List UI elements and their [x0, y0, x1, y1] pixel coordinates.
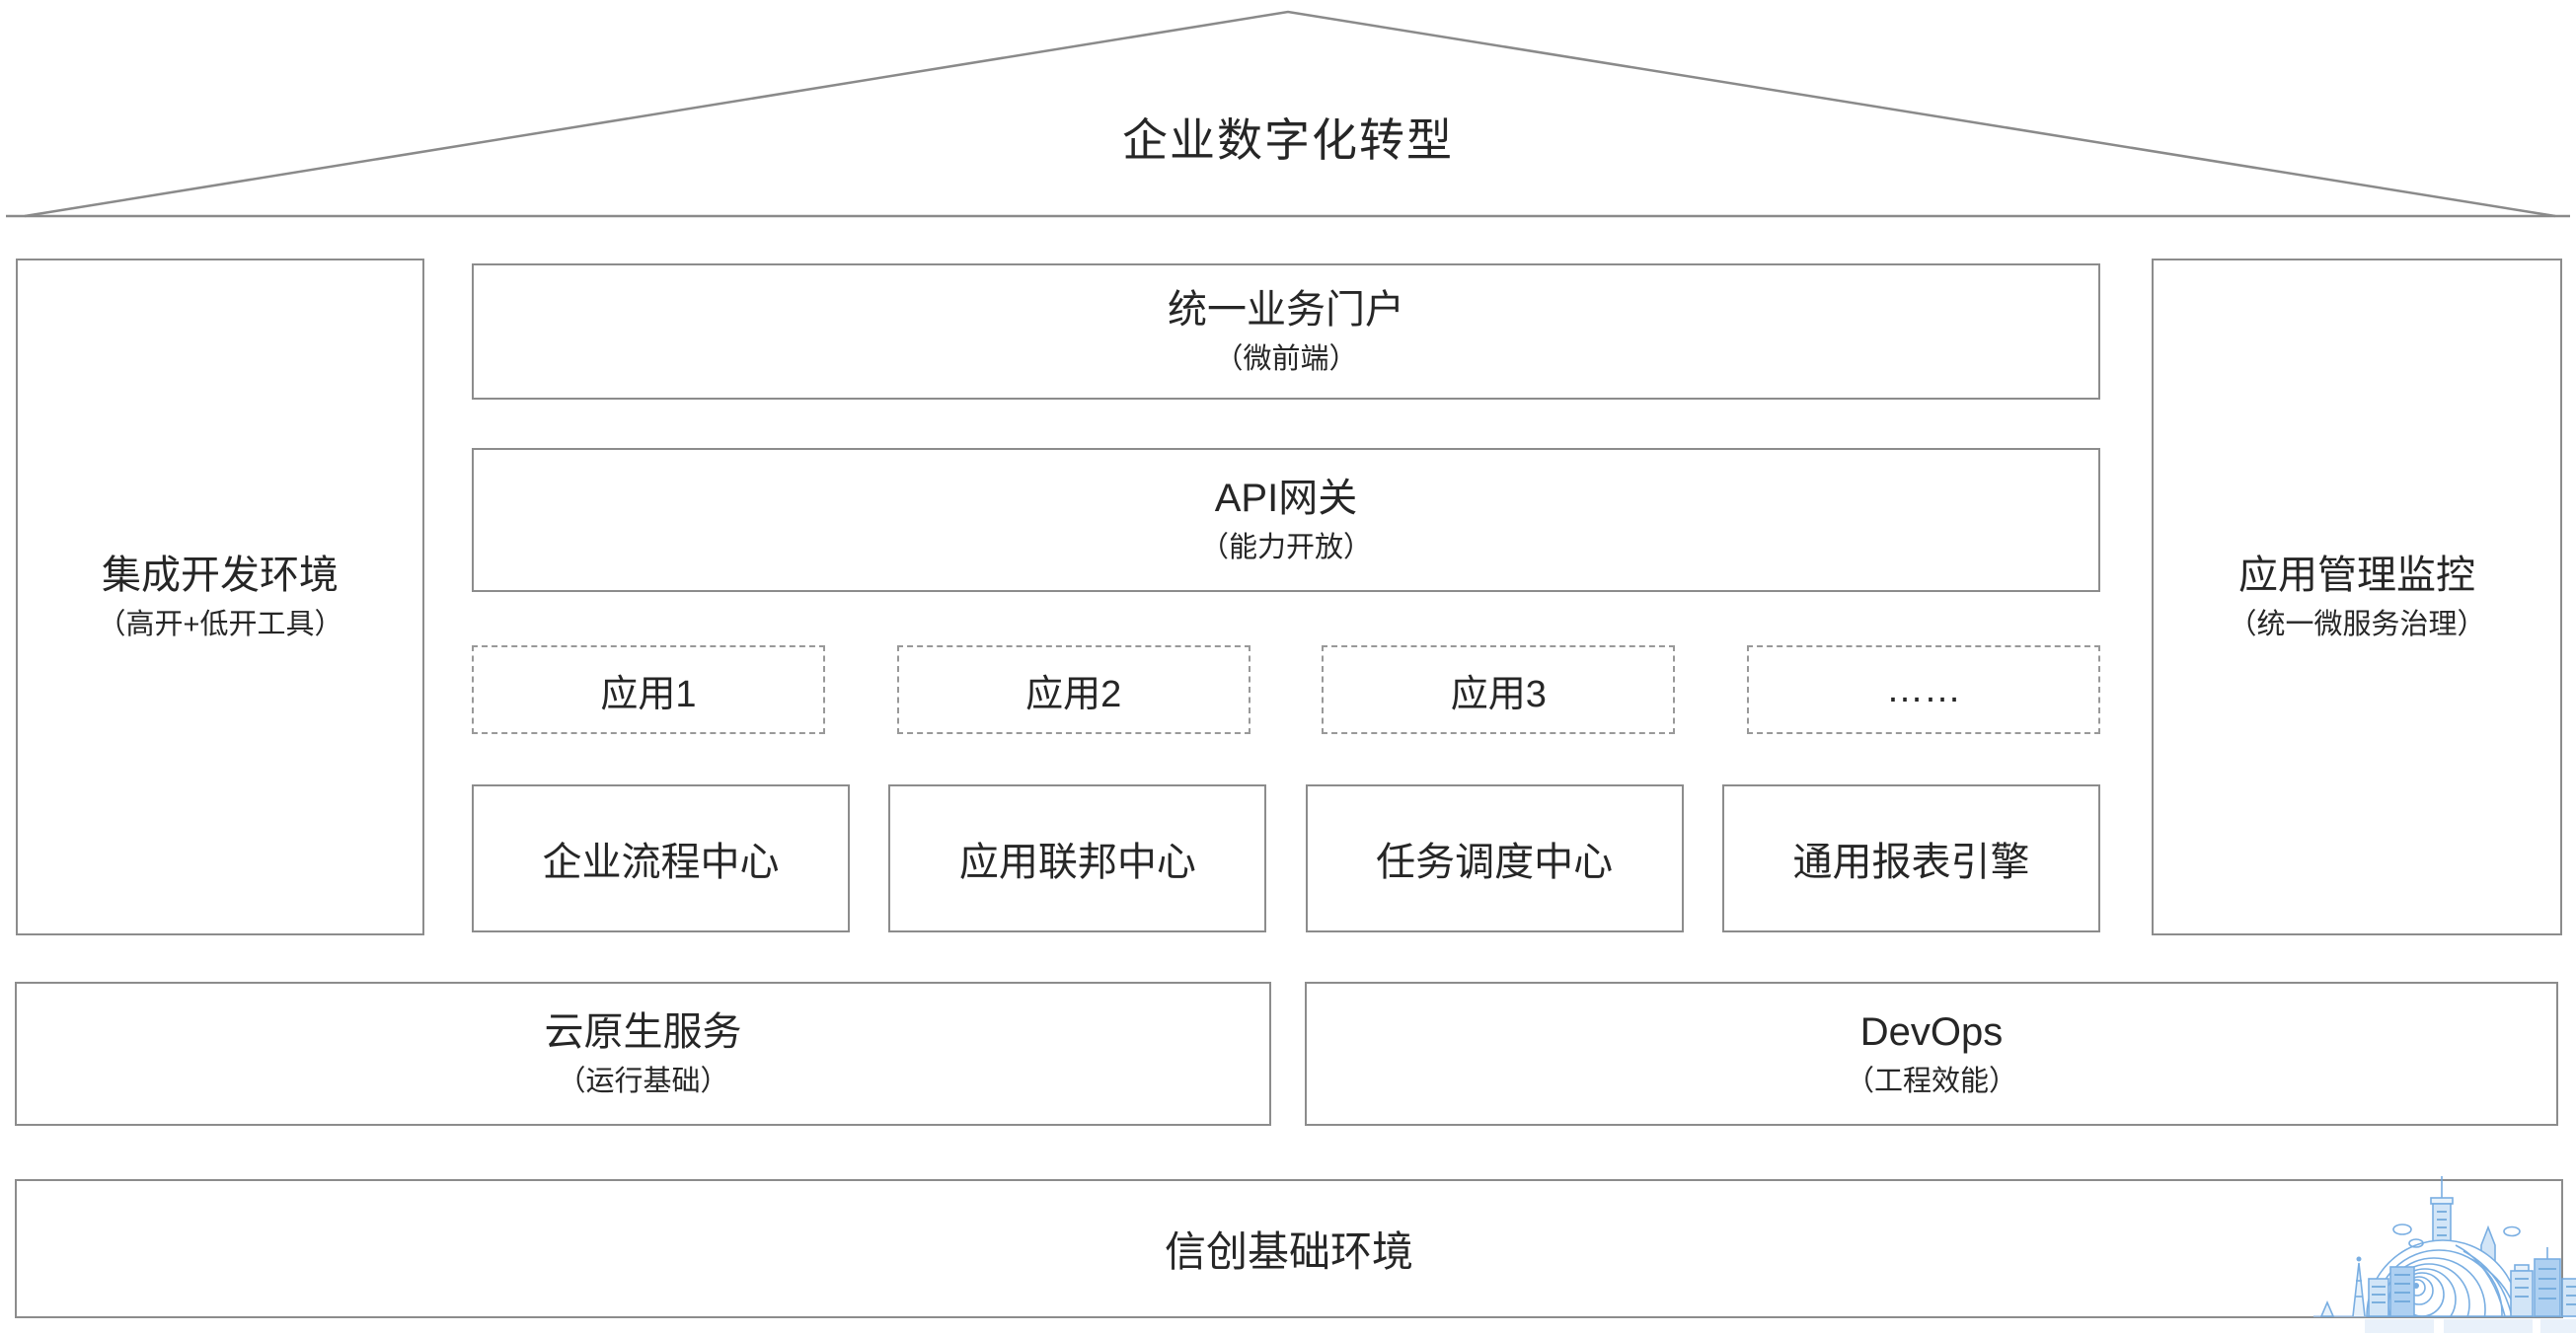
- panel-monitoring-subtitle: （统一微服务治理）: [2228, 609, 2486, 641]
- box-scheduler-center-label: 任务调度中心: [1376, 841, 1614, 884]
- panel-ide-title: 集成开发环境: [102, 554, 339, 598]
- box-business-portal-subtitle: （微前端）: [1214, 343, 1358, 376]
- box-api-gateway-title: API网关: [1214, 477, 1358, 521]
- panel-ide-subtitle: （高开+低开工具）: [97, 609, 343, 641]
- roof-title: 企业数字化转型: [1122, 114, 1454, 166]
- box-base-environment: 信创基础环境: [15, 1179, 2563, 1318]
- box-devops-subtitle: （工程效能）: [1845, 1066, 2017, 1098]
- box-process-center-label: 企业流程中心: [542, 841, 780, 884]
- box-federation-center-label: 应用联邦中心: [958, 841, 1196, 884]
- box-cloud-native-subtitle: （运行基础）: [557, 1066, 729, 1098]
- box-business-portal: 统一业务门户 （微前端）: [472, 263, 2100, 400]
- panel-monitoring: 应用管理监控 （统一微服务治理）: [2152, 259, 2562, 935]
- app-box-1: 应用1: [472, 645, 825, 734]
- box-report-engine-label: 通用报表引擎: [1792, 841, 2030, 884]
- panel-monitoring-title: 应用管理监控: [2238, 554, 2475, 598]
- box-cloud-native: 云原生服务 （运行基础）: [15, 982, 1271, 1126]
- box-process-center: 企业流程中心: [472, 784, 850, 932]
- box-federation-center: 应用联邦中心: [888, 784, 1267, 932]
- box-cloud-native-title: 云原生服务: [544, 1010, 742, 1055]
- app-box-more: ……: [1746, 645, 2100, 734]
- panel-ide: 集成开发环境 （高开+低开工具）: [16, 259, 424, 935]
- centers-row: 企业流程中心 应用联邦中心 任务调度中心 通用报表引擎: [472, 784, 2100, 932]
- app-box-more-label: ……: [1885, 668, 1961, 710]
- box-api-gateway-subtitle: （能力开放）: [1199, 532, 1372, 564]
- app-box-3-label: 应用3: [1450, 673, 1547, 715]
- box-base-environment-title: 信创基础环境: [1164, 1228, 1413, 1275]
- box-api-gateway: API网关 （能力开放）: [472, 448, 2100, 592]
- app-box-3: 应用3: [1322, 645, 1676, 734]
- apps-row: 应用1 应用2 应用3 ……: [472, 645, 2100, 734]
- box-devops-title: DevOps: [1859, 1010, 2004, 1055]
- app-box-1-label: 应用1: [600, 673, 697, 715]
- box-scheduler-center: 任务调度中心: [1305, 784, 1684, 932]
- app-box-2-label: 应用2: [1025, 673, 1122, 715]
- box-report-engine: 通用报表引擎: [1721, 784, 2100, 932]
- roof-outline: [6, 10, 2570, 218]
- app-box-2: 应用2: [896, 645, 1250, 734]
- box-devops: DevOps （工程效能）: [1305, 982, 2558, 1126]
- box-business-portal-title: 统一业务门户: [1168, 288, 1404, 333]
